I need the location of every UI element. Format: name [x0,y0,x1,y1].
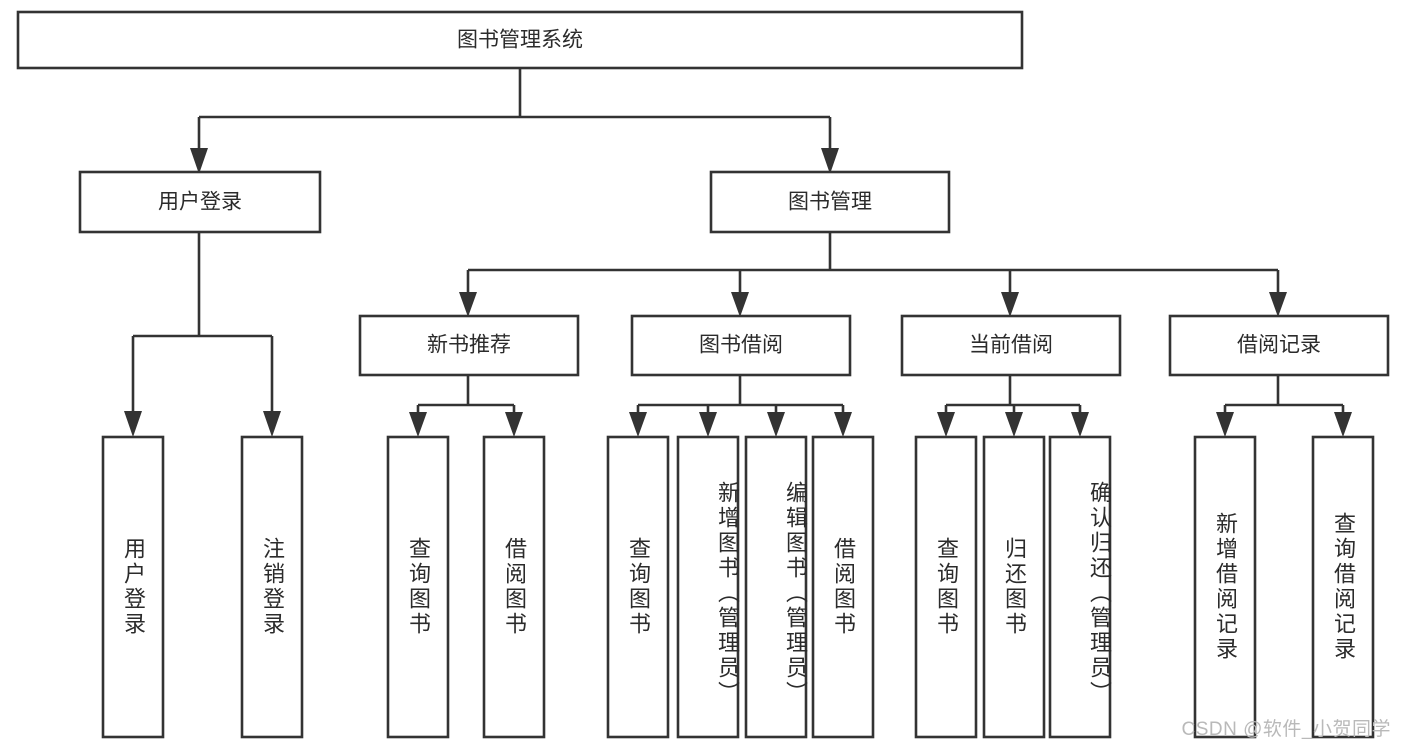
leaf-box-query-book-3[interactable] [914,435,978,739]
node-root-box[interactable] [16,10,1024,70]
arrow-newbook-leaf-2 [505,412,523,437]
leaf-box-query-book-1[interactable] [386,435,450,739]
arrow-borrow-leaf-1 [629,412,647,437]
node-new-book-label: 新书推荐 [427,334,511,357]
node-user-login-box[interactable] [78,170,322,234]
leaf-box-borrow-book-1[interactable] [482,435,546,739]
node-book-mgmt-label: 图书管理 [788,191,872,214]
node-book-borrow-box[interactable] [630,314,852,377]
arrow-current-leaf-3 [1071,412,1089,437]
node-current-borrow-box[interactable] [900,314,1122,377]
node-borrow-record-box[interactable] [1168,314,1390,377]
leaf-box-query-record[interactable] [1311,435,1375,739]
leaf-box-return-book[interactable] [982,435,1046,739]
connector-layer [124,68,1352,437]
node-new-book-box[interactable] [358,314,580,377]
leaf-box-user-login[interactable] [101,435,165,739]
arrow-borrow-leaf-2 [699,412,717,437]
leaf-box-borrow-book-2[interactable] [811,435,875,739]
node-root-label: 图书管理系统 [457,29,583,52]
arrow-leaf-logout [263,411,281,437]
arrow-to-record [1269,292,1287,317]
leaf-box-query-book-2[interactable] [606,435,670,739]
arrow-current-leaf-2 [1005,412,1023,437]
arrow-borrow-leaf-4 [834,412,852,437]
leaf-box-edit-book[interactable] [744,435,808,739]
arrow-record-leaf-1 [1216,412,1234,437]
arrow-to-newbook [459,292,477,317]
node-current-borrow-label: 当前借阅 [969,334,1053,357]
node-borrow-record-label: 借阅记录 [1237,334,1321,357]
arrow-to-current [1001,292,1019,317]
arrow-leaf-user-login [124,411,142,437]
leaf-box-add-record[interactable] [1193,435,1257,739]
arrow-to-user-login [190,148,208,174]
leaf-box-logout[interactable] [240,435,304,739]
node-user-login-label: 用户登录 [158,191,242,214]
node-book-borrow-label: 图书借阅 [699,334,783,357]
arrow-current-leaf-1 [937,412,955,437]
arrow-borrow-leaf-3 [767,412,785,437]
node-book-mgmt-box[interactable] [709,170,951,234]
arrow-to-book-mgmt [821,148,839,174]
node-box-layer: 图书管理系统 用户登录 图书管理 新书推荐 图书借阅 当前借阅 借阅记录 [16,10,1390,739]
leaf-box-add-book[interactable] [676,435,740,739]
arrow-record-leaf-2 [1334,412,1352,437]
csdn-watermark: CSDN @软件_小贺同学 [1181,719,1391,740]
arrow-newbook-leaf-1 [409,412,427,437]
leaf-box-confirm-return[interactable] [1048,435,1112,739]
arrow-to-borrow [731,292,749,317]
